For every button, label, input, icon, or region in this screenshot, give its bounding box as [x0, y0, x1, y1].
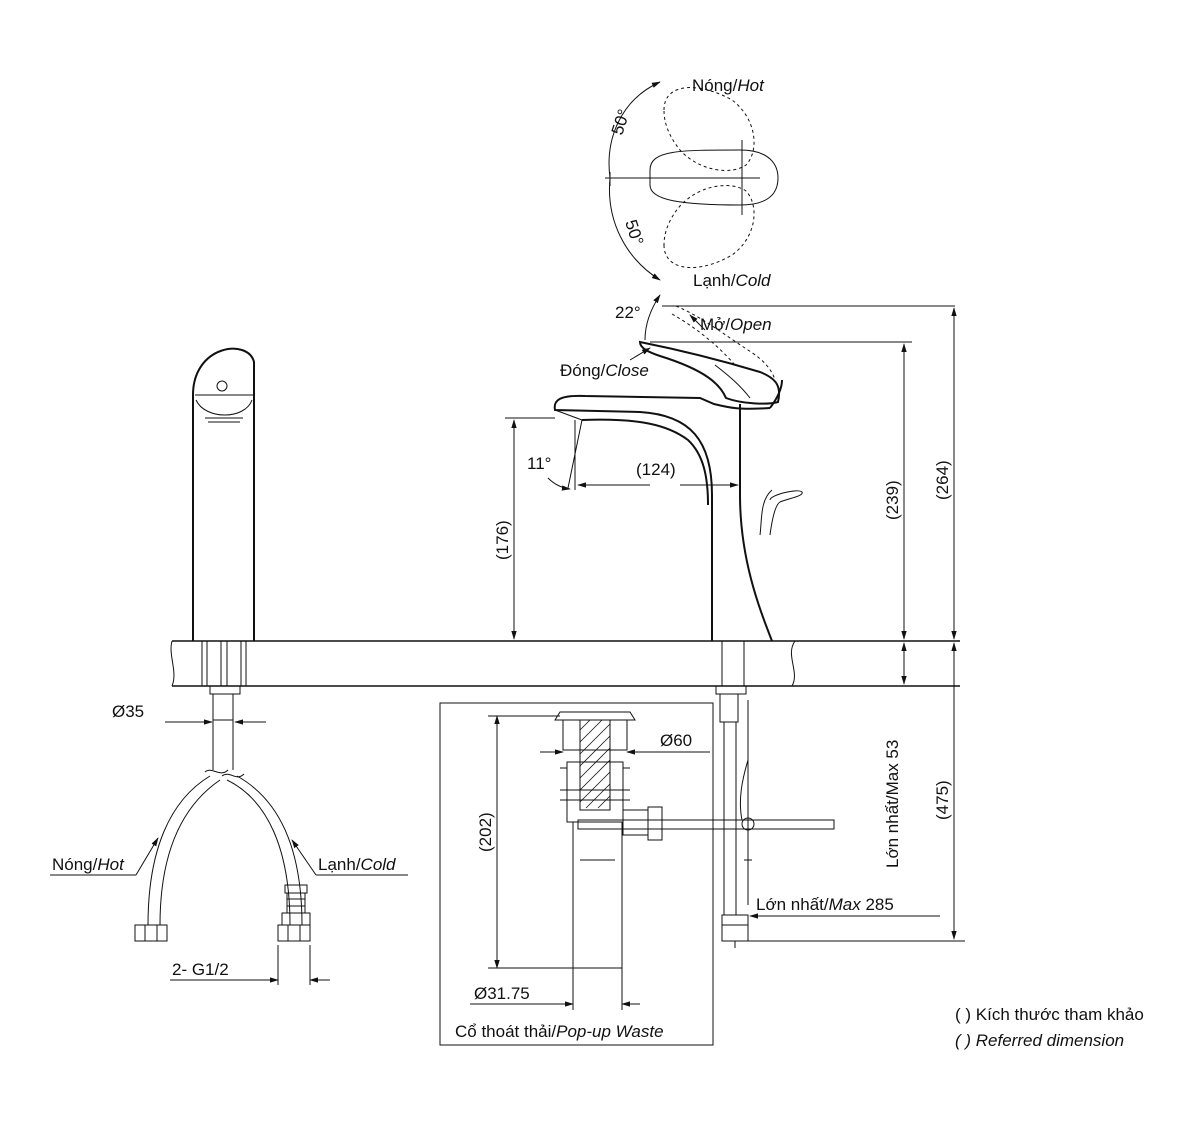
open-label: Mở/Open [700, 315, 772, 334]
dim-max-285-label: Lớn nhất/Max 285 [756, 895, 894, 914]
close-label: Đóng/Close [560, 361, 649, 380]
dim-475: (475) [748, 642, 965, 942]
note-vi: ( ) Kích thước tham khảo [955, 1005, 1144, 1024]
hot-hose-label: Nóng/Hot [52, 855, 125, 874]
note-en: ( ) Referred dimension [955, 1031, 1124, 1050]
dim-diameter-60: Ø60 [540, 731, 710, 755]
dim-deck-label: Lớn nhất/Max 53 [883, 740, 902, 868]
indicator-dot-icon [216, 380, 228, 392]
lever-rotation-view [605, 81, 779, 281]
dim-239: (239) [650, 341, 912, 640]
cold-top-label: Lạnh/Cold [693, 271, 771, 290]
dim-202: (202) [476, 715, 573, 969]
dim-176: (176) [493, 419, 517, 640]
front-view-faucet [134, 347, 311, 942]
angle-cold-label: 50° [621, 217, 647, 247]
popup-waste-caption: Cổ thoát thải/Pop-up Waste [455, 1022, 664, 1041]
dim-total-height-label: (264) [933, 460, 952, 500]
dim-below-label: (475) [933, 780, 952, 820]
dim-max-285: Lớn nhất/Max 285 [749, 895, 940, 919]
hose-labels: Nóng/Hot Lạnh/Cold [50, 837, 408, 876]
popup-waste [439, 702, 714, 1046]
dim-d3175-label: Ø31.75 [474, 984, 530, 1003]
dim-lever-height-label: (239) [883, 480, 902, 520]
dim-open-angle: 22° Mở/Open Đóng/Close [560, 294, 955, 380]
dim-diameter-3175: Ø31.75 [470, 968, 640, 1010]
dim-deck-max-53: Lớn nhất/Max 53 [883, 642, 907, 868]
dim-thread: 2- G1/2 [170, 945, 330, 985]
thread-label: 2- G1/2 [172, 960, 229, 979]
angle-open-label: 22° [615, 303, 641, 322]
hot-top-label: Nóng/Hot [692, 76, 765, 95]
countertop [170, 640, 960, 687]
dim-d60-label: Ø60 [660, 731, 692, 750]
dim-reach-label: (124) [636, 460, 676, 479]
dim-spout-height-label: (176) [493, 520, 512, 560]
cold-hose-label: Lạnh/Cold [318, 855, 396, 874]
dim-d35-label: Ø35 [112, 702, 144, 721]
angle-hot-label: 50° [608, 107, 634, 137]
dim-202-label: (202) [476, 812, 495, 852]
dim-264: (264) [933, 307, 957, 640]
popup-waste-frame [439, 702, 714, 1046]
angle-spout-label: 11° [527, 454, 551, 473]
dim-spout: 11° (124) [505, 417, 739, 491]
side-view-faucet [553, 305, 835, 948]
dim-diameter-35: Ø35 [112, 702, 266, 725]
